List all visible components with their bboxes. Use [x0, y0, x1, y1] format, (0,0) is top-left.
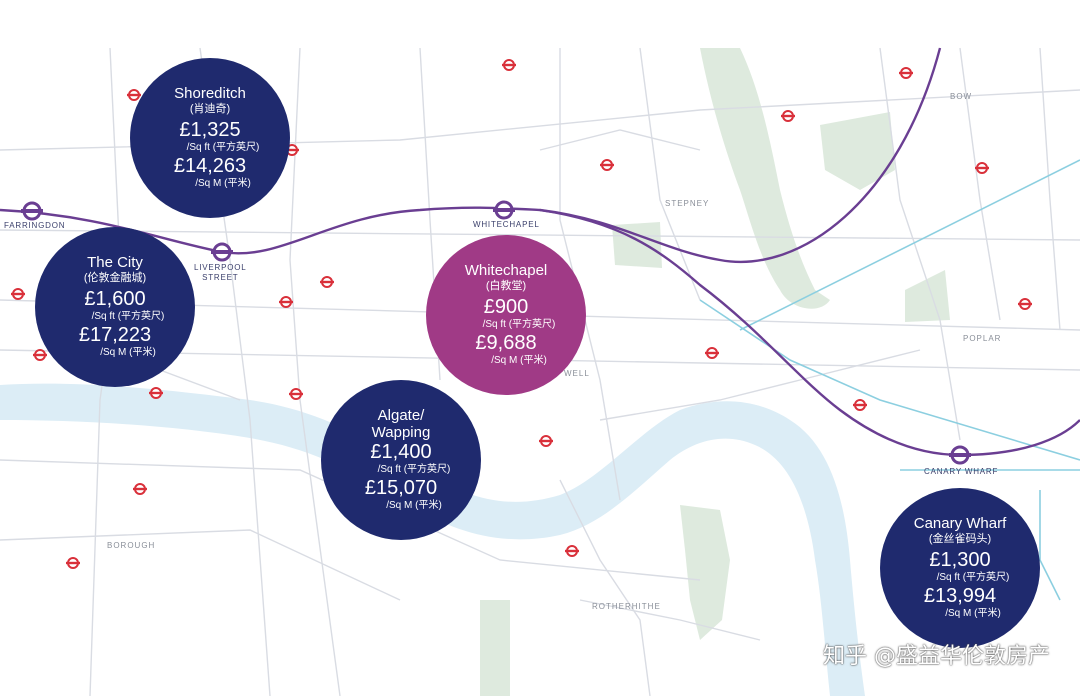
rail-station-icon [66, 557, 80, 569]
district-name-cn: (伦敦金融城) [83, 272, 147, 284]
area-label-borough: BOROUGH [107, 541, 156, 550]
district-name: Shoreditch [174, 85, 246, 102]
unit-sqft: /Sq ft (平方英尺) [91, 311, 165, 322]
unit-sqft: /Sq ft (平方英尺) [482, 319, 556, 330]
park [820, 112, 895, 190]
area-label-stepney: STEPNEY [665, 199, 710, 208]
station-roundel-whitechapel [493, 200, 515, 220]
rail-station-icon [149, 387, 163, 399]
district-name: Whitechapel [464, 262, 548, 279]
district-name: Canary Wharf [913, 515, 1007, 532]
station-label-liverpool-street: LIVERPOOL STREET [194, 263, 247, 282]
district-bubble-canary-wharf: Canary Wharf (金丝雀码头) £1,300 /Sq ft (平方英尺… [880, 488, 1040, 648]
price-per-sqm: £15,070 [364, 477, 438, 499]
rail-station-icon [127, 89, 141, 101]
station-label-whitechapel: WHITECHAPEL [473, 220, 540, 229]
district-bubble-whitechapel: Whitechapel (白教堂) £900 /Sq ft (平方英尺) £9,… [426, 235, 586, 395]
district-bubble-aldgate-wapping: Algate/ Wapping £1,400 /Sq ft (平方英尺) £15… [321, 380, 481, 540]
rail-station-icon [133, 483, 147, 495]
watermark: 知乎 @盛益华伦敦房产 [823, 644, 1050, 669]
rail-station-icon [320, 276, 334, 288]
unit-sqm: /Sq M (平米) [945, 608, 1001, 619]
station-roundel-liverpool-street [211, 242, 233, 262]
rail-station-icon [600, 159, 614, 171]
price-per-sqm: £13,994 [923, 585, 997, 607]
district-name: Algate/ Wapping [371, 407, 431, 441]
rail-station-icon [781, 110, 795, 122]
rail-station-icon [853, 399, 867, 411]
district-bubble-the-city: The City (伦敦金融城) £1,600 /Sq ft (平方英尺) £1… [35, 227, 195, 387]
station-roundel-farringdon [21, 201, 43, 221]
unit-sqm: /Sq M (平米) [195, 178, 251, 189]
station-label-canary-wharf: CANARY WHARF [924, 467, 999, 476]
park [700, 48, 830, 309]
unit-sqm: /Sq M (平米) [386, 500, 442, 511]
park [905, 270, 950, 322]
unit-sqm: /Sq M (平米) [100, 347, 156, 358]
park [680, 505, 730, 640]
area-label-bow: BOW [950, 92, 973, 101]
park [480, 600, 510, 696]
price-per-sqft: £1,600 [84, 288, 146, 310]
price-per-sqm: £17,223 [78, 324, 152, 346]
rail-station-icon [279, 296, 293, 308]
price-per-sqm: £9,688 [475, 332, 537, 354]
unit-sqm: /Sq M (平米) [491, 355, 547, 366]
area-label-rotherhithe: ROTHERHITHE [592, 602, 661, 611]
rail-station-icon [502, 59, 516, 71]
area-label-well: WELL [564, 369, 590, 378]
district-name-cn: (肖迪奇) [189, 103, 231, 115]
area-label-poplar: POPLAR [963, 334, 1002, 343]
rail-station-icon [1018, 298, 1032, 310]
price-per-sqm: £14,263 [173, 155, 247, 177]
price-per-sqft: £900 [483, 296, 529, 318]
unit-sqft: /Sq ft (平方英尺) [377, 464, 451, 475]
district-name-cn: (白教堂) [485, 280, 527, 292]
price-per-sqft: £1,400 [370, 441, 432, 463]
district-name: The City [87, 254, 143, 271]
rail-station-icon [11, 288, 25, 300]
rail-station-icon [539, 435, 553, 447]
river-thames [0, 383, 865, 696]
rail-station-icon [33, 349, 47, 361]
rail-station-icon [705, 347, 719, 359]
district-bubble-shoreditch: Shoreditch (肖迪奇) £1,325 /Sq ft (平方英尺) £1… [130, 58, 290, 218]
station-roundel-canary-wharf [949, 445, 971, 465]
rail-station-icon [975, 162, 989, 174]
rail-station-icon [565, 545, 579, 557]
unit-sqft: /Sq ft (平方英尺) [936, 572, 1010, 583]
station-label-farringdon: FARRINGDON [4, 221, 66, 230]
rail-station-icon [289, 388, 303, 400]
price-per-sqft: £1,300 [929, 549, 991, 571]
district-name-cn: (金丝雀码头) [928, 533, 992, 545]
unit-sqft: /Sq ft (平方英尺) [186, 142, 260, 153]
dlr-line [699, 159, 1080, 601]
rail-station-icon [899, 67, 913, 79]
price-per-sqft: £1,325 [179, 119, 241, 141]
